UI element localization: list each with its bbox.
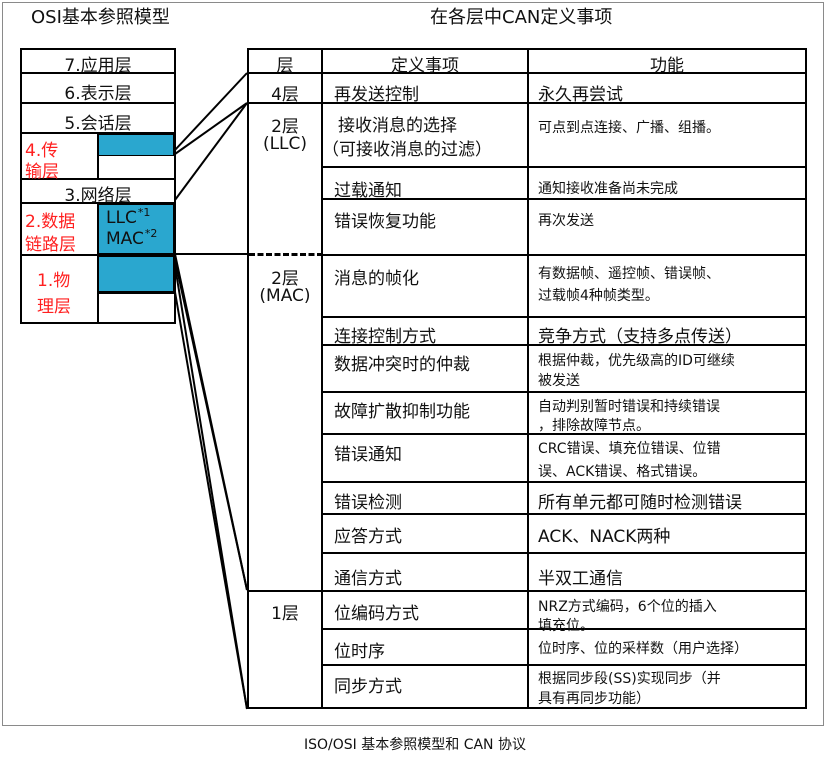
llc-label: LLC*1 [106,206,151,228]
row-separator-g1 [247,590,807,592]
column-divider-1 [321,48,323,709]
llc-mac-dashed-separator [249,253,323,256]
mac-superscript: *2 [144,227,158,240]
row-6-definition: 连接控制方式 [334,327,436,347]
row-12-function: 半双工通信 [538,569,623,589]
row-9-function-2: 误、ACK错误、格式错误。 [538,464,707,480]
transport-label-1: 4.传 [25,141,59,161]
connector-physical-3 [174,291,248,710]
datalink-highlight [98,204,174,254]
row-7-function-1: 根据仲裁，优先级高的ID可继续 [538,353,735,369]
row-14-definition: 位时序 [334,642,385,662]
row-separator-11 [321,628,807,630]
row-15-definition: 同步方式 [334,677,402,697]
mac-label: MAC*2 [106,227,158,249]
connector-llc-top [174,102,248,201]
layer-5: 5.会话层 [64,114,132,134]
layer-6: 6.表示层 [64,84,132,104]
group-layer-2-mac-2: (MAC) [259,286,311,306]
row-6-function: 竞争方式（支持多点传送） [538,327,742,347]
osi-row-separator-1 [20,72,176,74]
header-separator [247,72,807,74]
row-separator-2 [321,198,807,200]
connector-top [174,72,248,151]
row-7-definition: 数据冲突时的仲裁 [334,355,470,375]
datalink-label-2: 链路层 [25,235,76,255]
row-1-definition: 再发送控制 [334,85,419,105]
llc-text: LLC [106,208,137,228]
row-1-function: 永久再尝试 [538,85,623,105]
group-layer-4: 4层 [271,85,299,105]
layer-7: 7.应用层 [64,56,132,76]
diagram-caption: ISO/OSI 基本参照模型和 CAN 协议 [304,737,526,753]
row-separator-9 [321,513,807,515]
row-separator-g4 [247,102,807,104]
row-8-function-1: 自动判别暂时错误和持续错误 [538,399,720,415]
diagram-frame [2,2,824,726]
column-divider-2 [527,48,529,709]
row-11-function: ACK、NACK两种 [538,527,671,547]
row-7-function-2: 被发送 [538,373,580,389]
row-5-function-2: 过载帧4种帧类型。 [538,288,659,304]
row-13-function-2: 填充位。 [538,618,594,634]
row-15-function-2: 具有再同步功能） [538,691,650,707]
row-14-function: 位时序、位的采样数（用户选择） [538,641,748,657]
row-2-definition-1: 接收消息的选择 [338,116,457,136]
row-10-definition: 错误检测 [334,493,402,513]
row-13-function-1: NRZ方式编码，6个位的插入 [538,599,717,615]
connector-transport [174,102,248,155]
row-5-function-1: 有数据帧、遥控帧、错误帧、 [538,266,720,282]
transport-highlight [98,134,174,156]
osi-transport-divider [97,132,99,180]
llc-superscript: *1 [137,206,151,219]
can-title: 在各层中CAN定义事项 [430,7,613,28]
row-2-function: 可点到点连接、广播、组播。 [538,120,720,136]
row-separator-1 [321,166,807,168]
row-9-definition: 错误通知 [334,445,402,465]
layer-3: 3.网络层 [64,186,132,206]
group-layer-2-llc-2: (LLC) [262,134,308,154]
row-separator-12 [321,664,807,666]
osi-title: OSI基本参照模型 [31,7,170,28]
header-definition: 定义事项 [391,56,459,76]
row-10-function: 所有单元都可随时检测错误 [538,493,742,513]
row-8-definition: 故障扩散抑制功能 [334,402,470,422]
physical-highlight [98,256,174,292]
row-5-definition: 消息的帧化 [334,269,419,289]
row-12-definition: 通信方式 [334,569,402,589]
transport-label-2: 输层 [25,162,59,182]
row-13-definition: 位编码方式 [334,604,419,624]
row-15-function-1: 根据同步段(SS)实现同步（并 [538,671,721,687]
group-layer-2-llc-1: 2层 [271,117,299,137]
row-4-definition: 错误恢复功能 [334,212,436,232]
row-3-definition: 过载通知 [334,181,402,201]
group-layer-2-mac-1: 2层 [271,269,299,289]
header-layer: 层 [276,56,294,76]
row-3-function: 通知接收准备尚未完成 [538,181,678,197]
physical-label-2: 理层 [37,297,71,317]
mac-text: MAC [106,229,144,249]
row-9-function-1: CRC错误、填充位错误、位错 [538,441,721,457]
row-separator-4 [321,316,807,318]
row-4-function: 再次发送 [538,213,594,229]
osi-table [20,48,176,324]
row-separator-8 [321,481,807,483]
row-separator-7 [321,433,807,435]
physical-label-1: 1.物 [37,271,71,291]
group-layer-1: 1层 [271,604,299,624]
connector-physical-1 [174,259,248,591]
row-2-definition-2: （可接收消息的过滤） [322,140,492,160]
row-separator-3 [321,254,807,256]
row-separator-6 [321,391,807,393]
row-11-definition: 应答方式 [334,527,402,547]
row-separator-10 [321,552,807,554]
osi-row-separator-2 [20,102,176,104]
header-function: 功能 [650,56,684,76]
osi-physical-divider [97,292,174,294]
row-8-function-2: ，排除故障节点。 [538,418,650,434]
datalink-label-1: 2.数据 [25,212,76,232]
row-separator-5 [321,344,807,346]
